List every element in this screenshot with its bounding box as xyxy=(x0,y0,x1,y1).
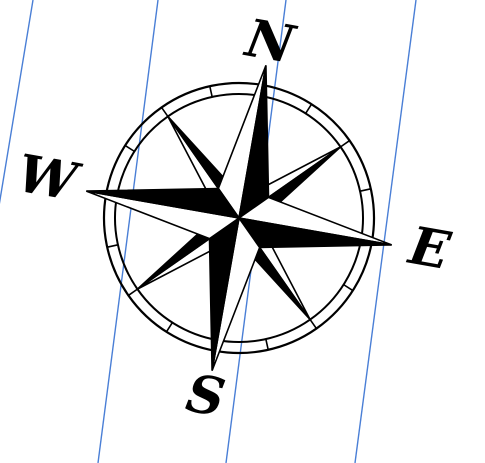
ring-tick xyxy=(360,187,371,193)
ring-tick xyxy=(306,103,312,114)
ring-tick xyxy=(166,322,172,333)
south-label: S xyxy=(182,363,230,430)
ring-tick xyxy=(309,320,318,329)
ring-tick xyxy=(124,145,135,151)
ring-tick xyxy=(264,339,270,350)
north-label: N xyxy=(239,7,301,76)
ring-tick xyxy=(107,243,118,249)
east-label: E xyxy=(403,215,456,283)
ring-tick xyxy=(341,139,350,148)
ring-tick xyxy=(208,86,214,97)
ring-tick xyxy=(128,288,137,297)
west-label: W xyxy=(13,143,86,214)
grid-line xyxy=(98,0,158,463)
grid-line xyxy=(355,0,416,463)
ring-tick xyxy=(160,107,169,116)
ring-tick xyxy=(343,285,354,291)
